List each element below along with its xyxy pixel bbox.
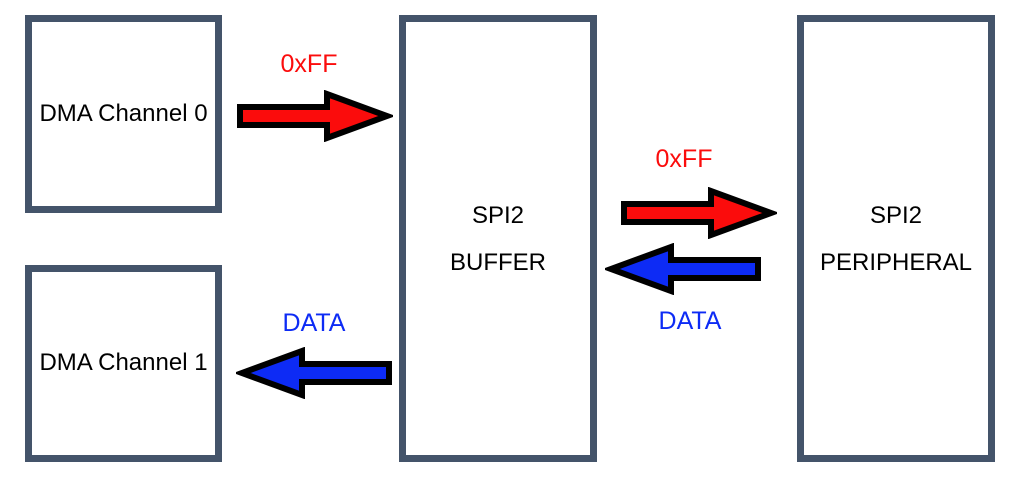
arrow-dma0-to-buffer-icon <box>237 90 393 142</box>
dma-channel-1-label: DMA Channel 1 <box>39 349 208 377</box>
arrow-label-data-buffer-to-dma1: DATA <box>282 309 346 337</box>
spi2-peripheral-label-line2: PERIPHERAL <box>819 248 973 276</box>
arrow-buffer-to-dma1-icon <box>236 347 392 399</box>
arrow-label-0xff-buffer-to-peripheral: 0xFF <box>655 145 713 173</box>
arrow-label-0xff-dma0-to-buffer: 0xFF <box>280 50 338 78</box>
arrow-buffer-to-peripheral-icon <box>621 187 777 239</box>
spi2-buffer-label-line1: SPI2 <box>471 201 525 229</box>
spi2-peripheral-label-line1: SPI2 <box>869 201 923 229</box>
dma-channel-1-box: DMA Channel 1 <box>25 265 222 462</box>
dma-channel-0-label: DMA Channel 0 <box>39 99 208 127</box>
arrow-label-data-peripheral-to-buffer: DATA <box>658 307 722 335</box>
spi2-buffer-box: SPI2 BUFFER <box>399 15 597 462</box>
spi2-buffer-label-line2: BUFFER <box>450 248 546 276</box>
spi2-peripheral-label: SPI2 PERIPHERAL <box>820 192 972 286</box>
spi2-buffer-label: SPI2 BUFFER <box>450 192 546 286</box>
spi2-peripheral-box: SPI2 PERIPHERAL <box>797 15 995 462</box>
dma-channel-0-box: DMA Channel 0 <box>25 15 222 213</box>
arrow-peripheral-to-buffer-icon <box>605 243 761 295</box>
